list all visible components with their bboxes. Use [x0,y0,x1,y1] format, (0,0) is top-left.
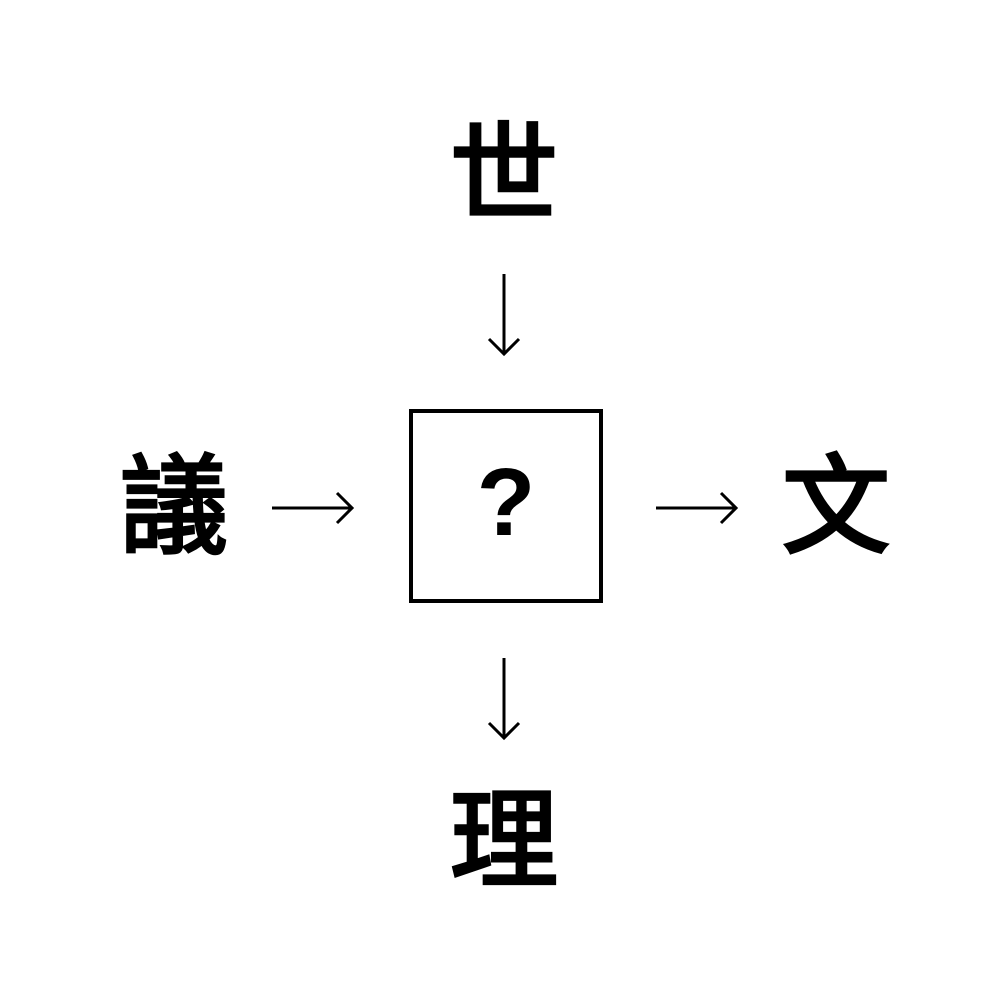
question-mark: ? [476,449,536,556]
kanji-left: 議 [119,445,228,570]
kanji-right: 文 [781,445,890,570]
arrow-right-icon [272,491,355,525]
kanji-top: 世 [449,113,558,238]
kanji-bottom: 理 [449,779,558,904]
arrow-down-icon [487,658,521,741]
arrow-right-icon [656,491,739,525]
arrow-down-icon [487,274,521,357]
answer-box: ? [409,409,603,603]
